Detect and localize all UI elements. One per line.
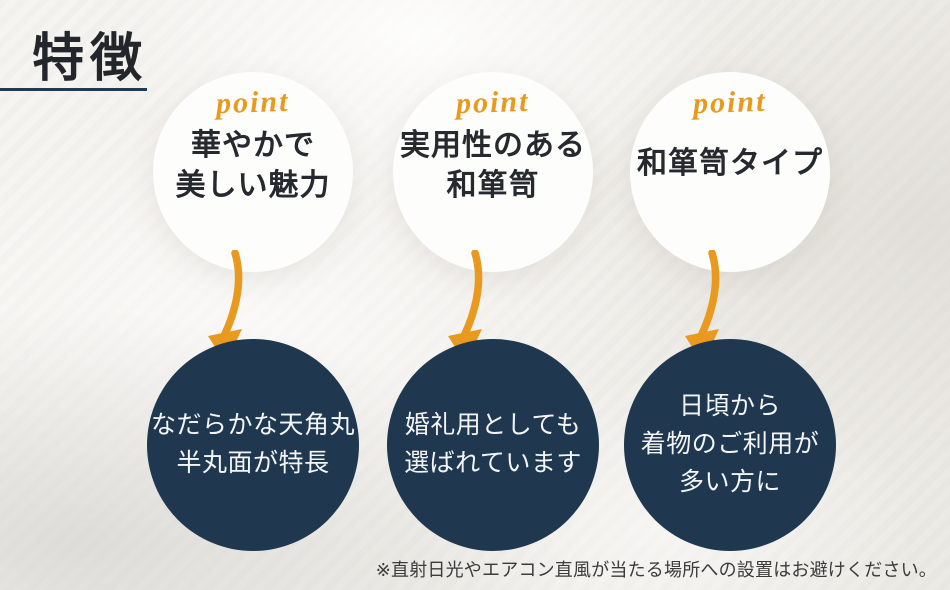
point-circle: point 華やかで 美しい魅力 [153, 72, 353, 272]
point-label: point [692, 84, 768, 121]
detail-circle: なだらかな天角丸 半丸面が特長 [147, 339, 359, 551]
point-title-line: 美しい魅力 [175, 169, 331, 202]
section-title: 特徴 [32, 31, 149, 88]
detail-line: 選ばれています [404, 450, 582, 477]
point-title-line: 和箪笥タイプ [637, 147, 823, 180]
point-label: point [455, 84, 531, 121]
point-circle: point 和箪笥タイプ [630, 72, 830, 272]
point-title-line: 実用性のある [400, 129, 586, 162]
point-circle: point 実用性のある 和箪笥 [393, 72, 593, 272]
point-title-line: 和箪笥 [446, 169, 540, 202]
detail-circle: 婚礼用としても 選ばれています [387, 339, 599, 551]
detail-circle: 日頃から 着物のご利用が 多い方に [624, 339, 836, 551]
detail-line: 日頃から [678, 393, 781, 420]
detail-line: なだらかな天角丸 [150, 412, 355, 439]
detail-line: 婚礼用としても [404, 412, 582, 439]
caution-note: ※直射日光やエアコン直風が当たる場所への設置はお避けください。 [375, 560, 937, 580]
detail-line: 半丸面が特長 [176, 450, 330, 477]
detail-line: 着物のご利用が [640, 431, 820, 458]
title-underline [0, 88, 147, 91]
point-label: point [215, 84, 291, 121]
detail-line: 多い方に [678, 469, 781, 496]
point-title-line: 華やかで [191, 129, 315, 162]
